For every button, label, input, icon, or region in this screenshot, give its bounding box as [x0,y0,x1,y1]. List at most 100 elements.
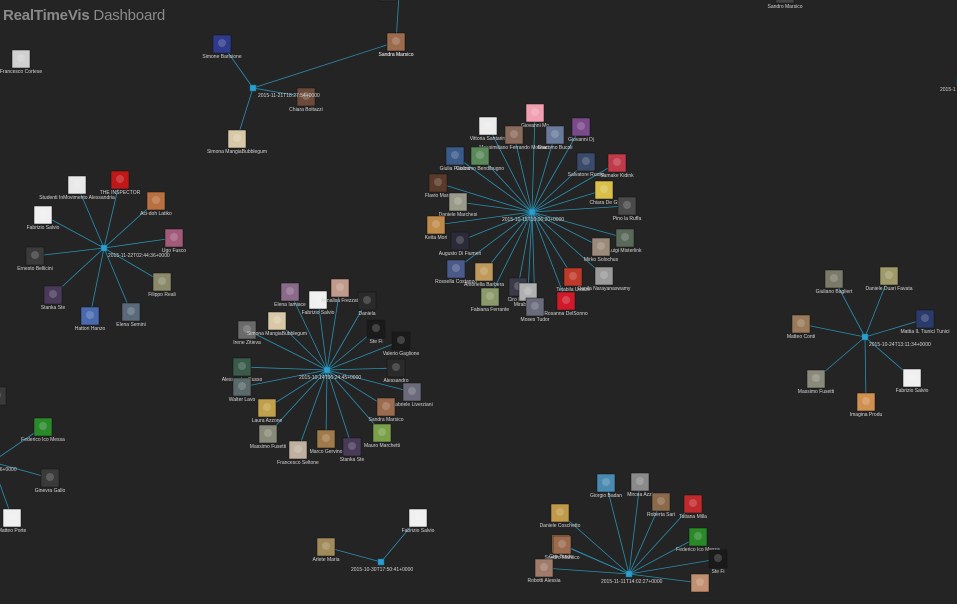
hub-node[interactable] [861,333,869,341]
user-avatar[interactable] [791,314,811,334]
user-avatar[interactable] [525,103,545,123]
user-avatar[interactable] [448,192,468,212]
user-avatar[interactable] [212,34,232,54]
user-avatar[interactable] [33,205,53,225]
user-node[interactable]: Daniele Duari Favata [866,266,913,292]
user-node[interactable]: Elena Iamiace [274,282,306,308]
user-avatar[interactable] [376,397,396,417]
user-avatar[interactable] [550,503,570,523]
user-avatar[interactable] [594,266,614,286]
user-node[interactable]: Giovanni Dj [568,117,594,143]
user-avatar[interactable] [856,392,876,412]
user-node[interactable]: Fabrizio Salvio [402,508,435,534]
user-avatar[interactable] [596,473,616,493]
user-avatar[interactable] [576,152,596,172]
user-node[interactable]: Stanka Ste [41,285,66,311]
user-node[interactable]: Daniela [357,291,377,317]
user-avatar[interactable] [386,32,406,52]
user-avatar[interactable] [267,311,287,331]
user-node[interactable]: Filippo Reali [148,272,176,298]
user-node[interactable]: Federico Ico Messa [21,417,65,443]
user-node[interactable]: Fabiana Ferrante [471,287,510,313]
user-avatar[interactable] [806,369,826,389]
user-avatar[interactable] [617,196,637,216]
user-avatar[interactable] [80,306,100,326]
user-node[interactable]: Irene Zitieva [233,320,261,346]
user-avatar[interactable] [316,537,336,557]
user-avatar[interactable] [775,0,795,4]
user-node[interactable]: Flavio Mara [425,173,451,199]
user-avatar[interactable] [607,153,627,173]
user-avatar[interactable] [651,492,671,512]
user-avatar[interactable] [552,535,572,555]
user-node[interactable] [378,0,398,2]
user-avatar[interactable] [372,423,392,443]
user-avatar[interactable] [879,266,899,286]
user-node[interactable]: Giulia Paolino [440,146,471,172]
user-node[interactable]: Rossella Costanzo [435,259,477,285]
user-avatar[interactable] [386,358,406,378]
user-node[interactable]: Chiara De Gi [590,180,619,206]
user-avatar[interactable] [330,278,350,298]
user-node[interactable]: Sandra Marsico [378,32,414,58]
user-avatar[interactable] [391,331,411,351]
user-avatar[interactable] [342,437,362,457]
user-node[interactable]: Mircea Azzi [627,472,653,498]
user-node[interactable]: Stanka Ste [340,437,365,463]
user-avatar[interactable] [426,215,446,235]
user-avatar[interactable] [630,472,650,492]
user-node[interactable] [690,573,710,593]
user-avatar[interactable] [308,290,328,310]
user-avatar[interactable] [571,117,591,137]
user-node[interactable]: Simona MangiaBubblegum [207,129,267,155]
user-node[interactable]: Matteo Porte [0,508,27,534]
hub-node[interactable] [625,570,633,578]
user-node[interactable]: Samake Kidink [600,153,634,179]
user-avatar[interactable] [591,237,611,257]
user-avatar[interactable] [296,87,316,107]
user-node[interactable]: Simone Barisione [202,34,242,60]
user-node[interactable]: Ernesto Bellicini [17,246,53,272]
user-avatar[interactable] [232,377,252,397]
user-avatar[interactable] [357,291,377,311]
user-avatar[interactable] [43,285,63,305]
user-node[interactable]: Fabrizio Salvio [896,368,929,394]
user-node[interactable]: Keita Mori [425,215,448,241]
user-avatar[interactable] [474,262,494,282]
user-avatar[interactable] [478,116,498,136]
user-avatar[interactable] [366,319,386,339]
user-avatar[interactable] [683,494,703,514]
user-avatar[interactable] [257,398,277,418]
user-node[interactable] [0,386,7,406]
user-node[interactable]: Antonella Barbera [464,262,504,288]
user-avatar[interactable] [408,508,428,528]
user-avatar[interactable] [258,424,278,444]
user-avatar[interactable] [280,282,300,302]
user-node[interactable]: Roberta Sari [647,492,675,518]
user-avatar[interactable] [11,49,31,69]
user-node[interactable]: Ginevra Gallo [35,468,66,494]
user-avatar[interactable] [450,231,470,251]
user-avatar[interactable] [402,382,422,402]
user-avatar[interactable] [2,508,22,528]
user-node[interactable]: Tatiana Milla [679,494,707,520]
user-node[interactable]: Imagina Produ [850,392,883,418]
user-avatar[interactable] [534,558,554,578]
user-node[interactable]: Sandro Marsico [544,535,580,561]
user-node[interactable]: Massimiliano Ferrando Molinari [479,125,549,151]
user-node[interactable]: Ste Fi [366,319,386,345]
user-node[interactable]: Augusto Di Fiumeri [439,231,482,257]
user-node[interactable]: Pino la Ruffa [613,196,642,222]
user-node[interactable]: Elena Semini [116,302,146,328]
hub-node[interactable] [100,244,108,252]
user-avatar[interactable] [445,146,465,166]
user-node[interactable]: Sandra Marsico [368,397,404,423]
user-node[interactable]: Giorgio Badan [590,473,622,499]
user-avatar[interactable] [902,368,922,388]
user-avatar[interactable] [152,272,172,292]
user-avatar[interactable] [446,259,466,279]
user-node[interactable]: Giuliano Bagliert [816,269,853,295]
user-node[interactable]: Rosanna DelSonno [544,291,588,317]
user-node[interactable]: Federico Ico Messa [676,527,720,553]
